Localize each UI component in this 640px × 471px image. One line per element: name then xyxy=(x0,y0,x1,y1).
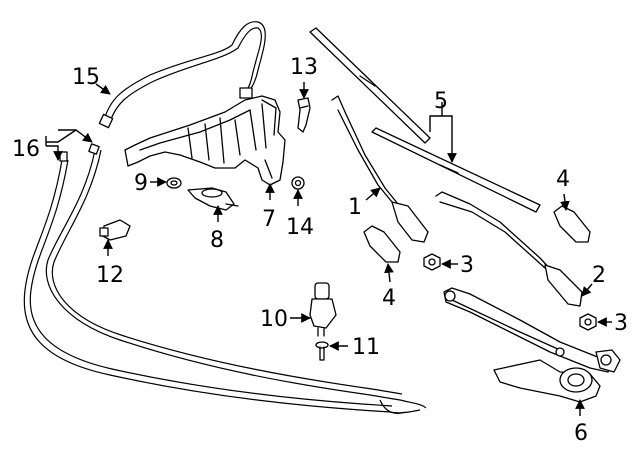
callout-6: 6 xyxy=(574,421,588,446)
washer-pump xyxy=(309,282,337,337)
callout-10: 10 xyxy=(260,307,288,332)
filler-hose xyxy=(98,21,266,129)
callout-2: 2 xyxy=(592,263,606,288)
callout-3-lower: 3 xyxy=(614,311,628,336)
reservoir-bracket xyxy=(297,97,311,133)
wiper-arm-right xyxy=(435,191,583,307)
callout-labels: 1 2 3 3 4 4 5 6 7 8 9 10 11 12 13 14 15 … xyxy=(12,55,628,446)
nut-right xyxy=(579,313,597,331)
arm-cover-right xyxy=(553,205,591,243)
callout-12: 12 xyxy=(96,263,124,288)
callout-15: 15 xyxy=(72,65,100,90)
callout-7: 7 xyxy=(262,207,276,232)
callout-14: 14 xyxy=(286,215,314,240)
clip xyxy=(166,177,182,189)
wiper-blade-left xyxy=(309,27,431,144)
washer-hose-assembly xyxy=(23,143,427,415)
callout-4-upper: 4 xyxy=(556,167,570,192)
callout-13: 13 xyxy=(290,55,318,80)
callout-8: 8 xyxy=(210,228,224,253)
wiper-arm-left xyxy=(331,95,429,243)
leader-lines xyxy=(45,82,612,416)
washer-reservoir xyxy=(124,95,286,186)
screw xyxy=(315,341,329,361)
callout-4-lower: 4 xyxy=(382,286,396,311)
callout-3-upper: 3 xyxy=(460,253,474,278)
grommet xyxy=(291,176,305,190)
callout-16: 16 xyxy=(12,137,40,162)
nut-left xyxy=(423,253,441,271)
callout-1: 1 xyxy=(348,195,362,220)
wiper-blade-right xyxy=(371,127,541,213)
arm-cover-left xyxy=(363,225,401,263)
level-sensor xyxy=(187,187,239,211)
callout-5: 5 xyxy=(434,89,448,114)
callout-9: 9 xyxy=(134,171,148,196)
hose-connector xyxy=(99,219,131,241)
callout-11: 11 xyxy=(352,335,380,360)
wiper-motor-linkage xyxy=(443,287,621,403)
